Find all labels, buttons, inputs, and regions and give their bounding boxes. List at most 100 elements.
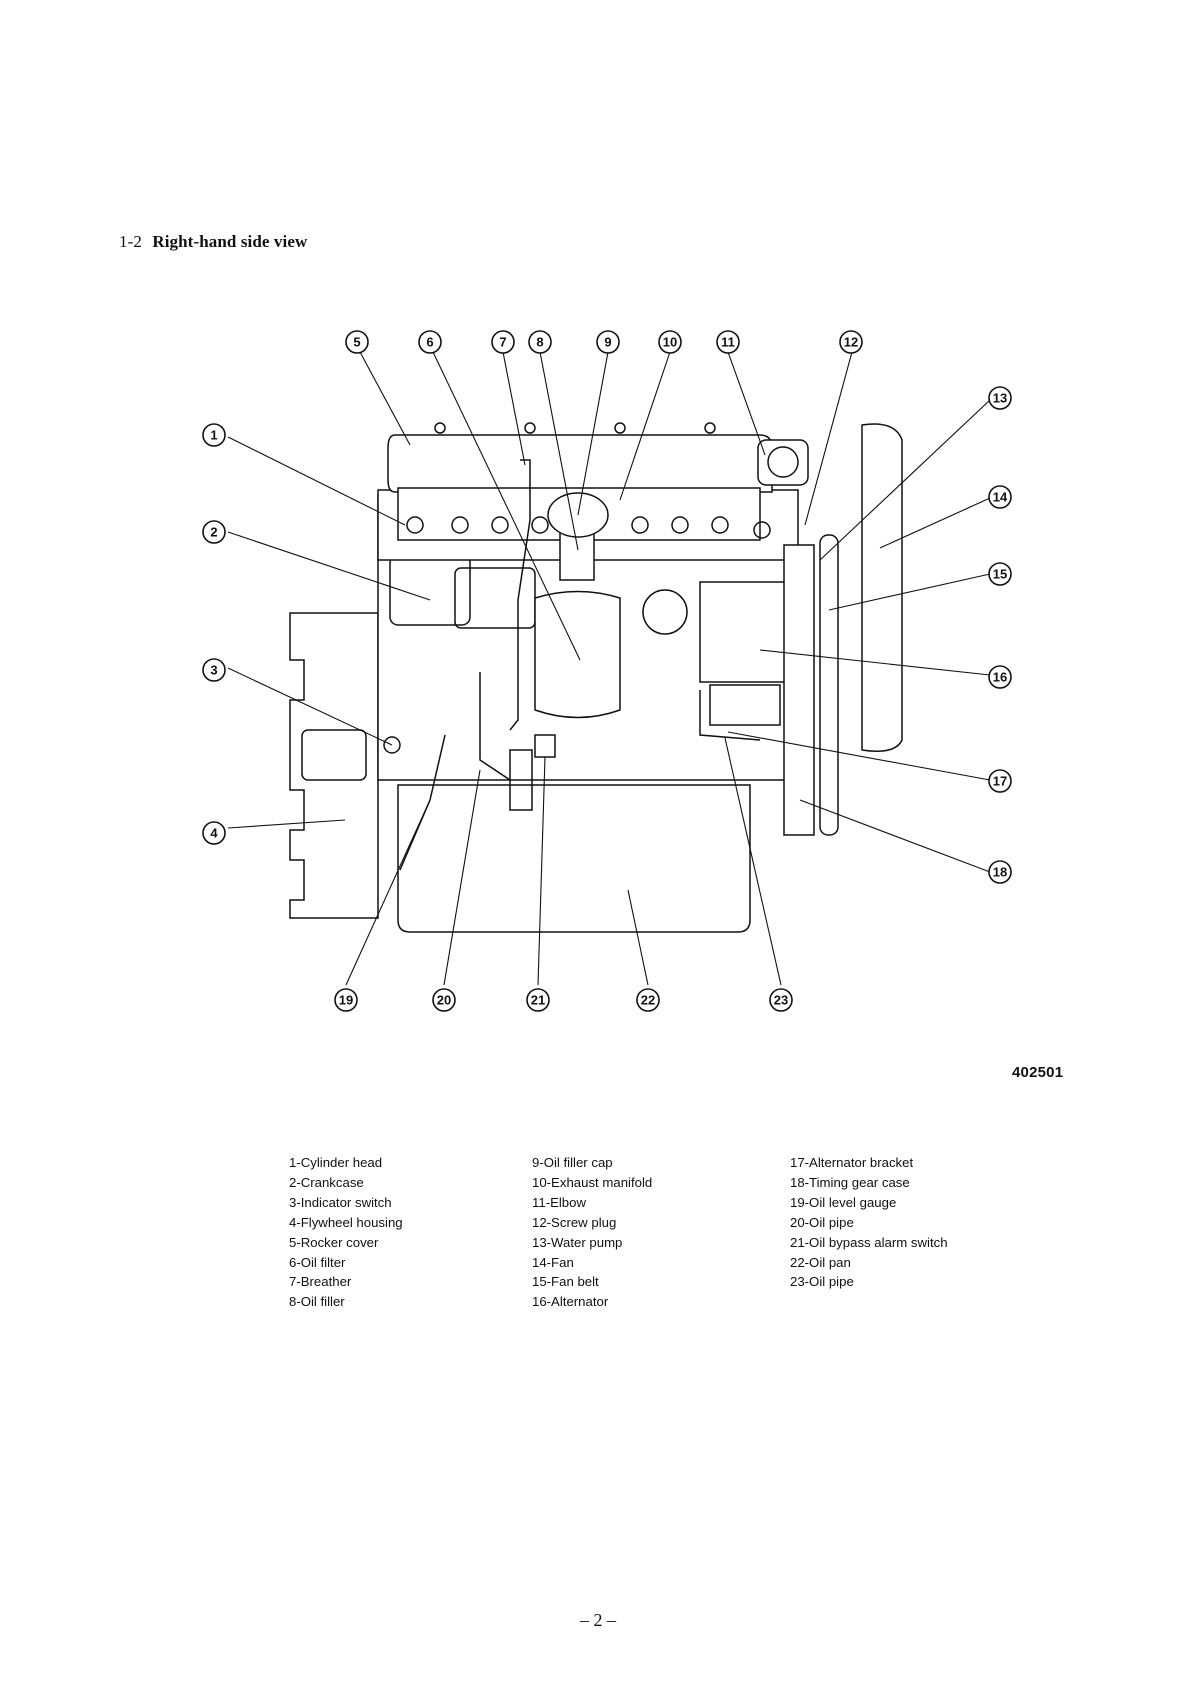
page-number: – 2 – bbox=[580, 1610, 616, 1630]
legend-item: 17-Alternator bracket bbox=[790, 1155, 914, 1170]
callout-19: 19 bbox=[334, 988, 358, 1012]
bypass-switch-shape bbox=[534, 734, 556, 758]
cover-nut bbox=[704, 422, 716, 434]
legend-item: 4-Flywheel housing bbox=[289, 1214, 403, 1230]
breather-tube bbox=[509, 459, 531, 731]
callout-1: 1 bbox=[202, 423, 226, 447]
fan-belt-shape bbox=[819, 534, 839, 836]
svg-text:16: 16 bbox=[993, 670, 1007, 685]
callout-14: 14 bbox=[988, 485, 1012, 509]
svg-text:7: 7 bbox=[499, 335, 506, 350]
legend-item: 9-Oil filler cap bbox=[532, 1155, 613, 1170]
cover-nut bbox=[614, 422, 626, 434]
legend-column-1: 1-Cylinder head 2-Crankcase 3-Indicator … bbox=[289, 1153, 403, 1312]
legend-item: 5-Rocker cover bbox=[289, 1234, 379, 1250]
crankcase-port bbox=[642, 589, 688, 635]
figure-number: 402501 bbox=[1012, 1064, 1064, 1081]
callout-3: 3 bbox=[202, 658, 226, 682]
drain-pipe bbox=[509, 749, 533, 811]
svg-text:10: 10 bbox=[663, 335, 677, 350]
elbow-port bbox=[767, 446, 799, 478]
flywheel-housing-shape bbox=[289, 612, 379, 919]
legend-item: 22-Oil pan bbox=[790, 1254, 851, 1270]
svg-text:18: 18 bbox=[993, 865, 1007, 880]
alternator-shape bbox=[699, 581, 799, 683]
legend-column-3: 17-Alternator bracket 18-Timing gear cas… bbox=[790, 1153, 948, 1292]
section-title: 1-2 Right-hand side view bbox=[119, 232, 307, 252]
svg-text:21: 21 bbox=[531, 993, 545, 1008]
callout-6: 6 bbox=[418, 330, 442, 354]
legend-item: 2-Crankcase bbox=[289, 1174, 364, 1190]
callout-11: 11 bbox=[716, 330, 740, 354]
legend-item: 18-Timing gear case bbox=[790, 1174, 910, 1190]
legend-item: 20-Oil pipe bbox=[790, 1214, 854, 1230]
callout-4: 4 bbox=[202, 821, 226, 845]
svg-text:15: 15 bbox=[993, 567, 1007, 582]
callout-2: 2 bbox=[202, 520, 226, 544]
callout-9: 9 bbox=[596, 330, 620, 354]
callout-18: 18 bbox=[988, 860, 1012, 884]
callout-15: 15 bbox=[988, 562, 1012, 586]
legend-item: 1-Cylinder head bbox=[289, 1155, 383, 1170]
callout-10: 10 bbox=[658, 330, 682, 354]
oil-pipe-23-shape bbox=[699, 690, 761, 741]
svg-text:11: 11 bbox=[721, 335, 735, 350]
callout-5: 5 bbox=[345, 330, 369, 354]
svg-text:12: 12 bbox=[844, 335, 858, 350]
section-number: 1-2 bbox=[119, 232, 142, 251]
svg-text:5: 5 bbox=[353, 335, 360, 350]
callouts: 1 2 3 4 5 6 7 8 9 10 11 12 13 14 15 16 1… bbox=[202, 330, 1012, 1012]
cover-nut bbox=[524, 422, 536, 434]
legend-item: 7-Breather bbox=[289, 1274, 352, 1290]
callout-23: 23 bbox=[769, 988, 793, 1012]
svg-text:20: 20 bbox=[437, 993, 451, 1008]
legend-item: 23-Oil pipe bbox=[790, 1274, 854, 1290]
svg-text:2: 2 bbox=[210, 525, 217, 540]
oil-pipe-20-shape bbox=[479, 672, 511, 781]
legend-item: 13-Water pump bbox=[532, 1234, 623, 1250]
legend-item: 21-Oil bypass alarm switch bbox=[790, 1234, 948, 1250]
svg-text:9: 9 bbox=[604, 335, 611, 350]
callout-21: 21 bbox=[526, 988, 550, 1012]
callout-22: 22 bbox=[636, 988, 660, 1012]
timing-gear-case-shape bbox=[783, 544, 815, 836]
svg-text:17: 17 bbox=[993, 774, 1007, 789]
legend-item: 3-Indicator switch bbox=[289, 1194, 392, 1210]
svg-text:13: 13 bbox=[993, 391, 1007, 406]
legend-item: 8-Oil filler bbox=[289, 1294, 345, 1310]
fan-shape bbox=[861, 423, 903, 752]
callout-17: 17 bbox=[988, 769, 1012, 793]
svg-text:22: 22 bbox=[641, 993, 655, 1008]
legend-item: 19-Oil level gauge bbox=[790, 1194, 897, 1210]
oil-pan-shape bbox=[397, 784, 751, 933]
svg-text:19: 19 bbox=[339, 993, 353, 1008]
legend-item: 11-Elbow bbox=[532, 1194, 586, 1210]
svg-text:14: 14 bbox=[993, 490, 1008, 505]
svg-text:23: 23 bbox=[774, 993, 788, 1008]
callout-7: 7 bbox=[491, 330, 515, 354]
rocker-cover-shape bbox=[387, 434, 773, 493]
elbow-shape bbox=[757, 439, 809, 486]
callout-12: 12 bbox=[839, 330, 863, 354]
svg-text:4: 4 bbox=[210, 826, 218, 841]
svg-text:6: 6 bbox=[426, 335, 433, 350]
flywheel-housing-plate bbox=[301, 729, 367, 781]
legend-item: 14-Fan bbox=[532, 1254, 574, 1270]
legend-item: 12-Screw plug bbox=[532, 1214, 617, 1230]
svg-text:3: 3 bbox=[210, 663, 217, 678]
svg-text:8: 8 bbox=[536, 335, 543, 350]
alternator-bracket-shape bbox=[709, 684, 781, 726]
callout-13: 13 bbox=[988, 386, 1012, 410]
svg-text:1: 1 bbox=[210, 428, 217, 443]
legend-item: 16-Alternator bbox=[532, 1294, 609, 1310]
manifold-bolts bbox=[406, 516, 771, 539]
section-heading: Right-hand side view bbox=[152, 232, 308, 251]
legend-item: 15-Fan belt bbox=[532, 1274, 599, 1290]
engine-drawing bbox=[289, 422, 903, 933]
legend-item: 10-Exhaust manifold bbox=[532, 1174, 653, 1190]
cover-nut bbox=[434, 422, 446, 434]
callout-8: 8 bbox=[528, 330, 552, 354]
legend-item: 6-Oil filter bbox=[289, 1254, 346, 1270]
callout-16: 16 bbox=[988, 665, 1012, 689]
